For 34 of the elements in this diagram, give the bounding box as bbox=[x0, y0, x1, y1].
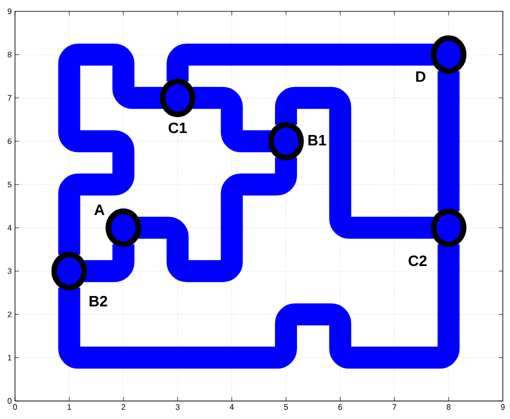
tick-label: 9 bbox=[500, 404, 505, 410]
path-line bbox=[138, 158, 297, 282]
tick-label: 5 bbox=[284, 404, 288, 410]
tick-label: 0 bbox=[13, 404, 17, 410]
path-line bbox=[275, 86, 434, 239]
path-line bbox=[58, 44, 163, 255]
path-line bbox=[58, 244, 460, 369]
point-label: B1 bbox=[308, 135, 326, 146]
tick-label: 7 bbox=[8, 95, 12, 101]
path-line bbox=[84, 244, 134, 282]
tick-label: 6 bbox=[338, 404, 342, 410]
tick-label: 4 bbox=[230, 404, 234, 410]
tick-label: 3 bbox=[176, 404, 180, 410]
tick-label: 6 bbox=[8, 138, 12, 144]
point-label: C2 bbox=[408, 255, 427, 266]
point-label: C1 bbox=[168, 122, 187, 134]
tick-label: 1 bbox=[68, 404, 72, 410]
path-line bbox=[438, 71, 460, 212]
tick-label: 4 bbox=[8, 225, 12, 231]
tick-label: 3 bbox=[8, 268, 12, 274]
point-label: A bbox=[94, 204, 104, 215]
tick-label: 1 bbox=[8, 354, 12, 360]
tick-label: 9 bbox=[8, 8, 12, 14]
point-label: B2 bbox=[90, 296, 108, 306]
point-label: D bbox=[416, 71, 426, 82]
tick-label: 8 bbox=[446, 404, 450, 410]
tick-label: 7 bbox=[392, 404, 396, 410]
path-line bbox=[166, 44, 434, 82]
tick-label: 5 bbox=[8, 182, 12, 188]
tick-label: 2 bbox=[8, 312, 12, 318]
tick-label: 0 bbox=[8, 398, 12, 404]
tick-label: 8 bbox=[8, 52, 12, 58]
path-line bbox=[192, 86, 271, 152]
tick-label: 2 bbox=[122, 404, 126, 410]
